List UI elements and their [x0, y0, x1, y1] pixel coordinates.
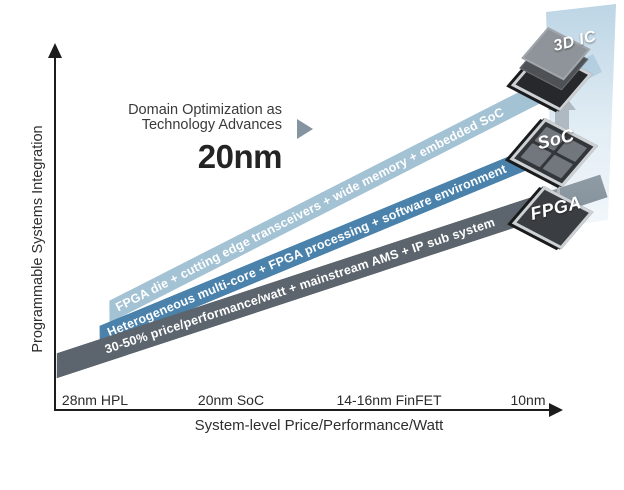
right-pointer-triangle-icon [297, 119, 313, 139]
x-tick-14-16nm-finfet: 14-16nm FinFET [336, 392, 442, 408]
node-20nm-label: 20nm [197, 138, 283, 175]
x-tick-10nm: 10nm [510, 392, 546, 408]
x-tick-20nm-soc: 20nm SoC [197, 392, 265, 408]
y-axis-line [54, 56, 56, 410]
header-line-2: Technology Advances [141, 117, 282, 133]
x-tick-28nm-hpl: 28nm HPL [61, 392, 129, 408]
x-axis-arrowhead-icon [549, 403, 563, 417]
y-axis-title: Programmable Systems Integration [30, 125, 46, 353]
band-heterogeneous-label: Heterogeneous multi-core + FPGA processi… [105, 161, 509, 340]
header-line-1: Domain Optimization as [128, 102, 282, 118]
header-text-block: Domain Optimization as Technology Advanc… [99, 103, 282, 176]
x-axis-title: System-level Price/Performance/Watt [194, 417, 444, 434]
y-axis-arrowhead-icon [48, 43, 62, 58]
x-axis-line [54, 409, 551, 411]
